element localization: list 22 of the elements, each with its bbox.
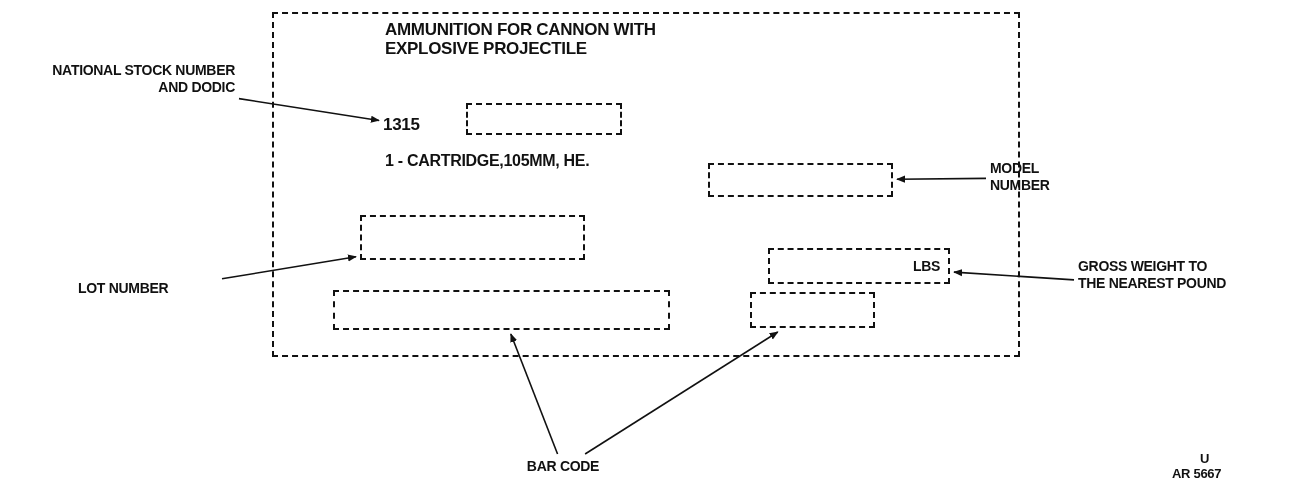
callout-text: BAR CODE	[518, 458, 608, 478]
arrow	[221, 254, 357, 280]
blank-field	[750, 292, 875, 328]
weight-field: LBS	[768, 248, 950, 284]
code-letter: U	[1200, 452, 1210, 466]
item-text: 1 - CARTRIDGE,105MM, HE.	[385, 151, 591, 170]
arrow	[238, 97, 380, 123]
blank-field	[466, 103, 622, 135]
figure-code: AR 5667	[1172, 467, 1222, 481]
callout-text: LOT NUMBER	[78, 280, 218, 302]
callout-text: MODEL NUMBER	[990, 160, 1080, 196]
arrow	[953, 269, 1075, 281]
blank-field	[708, 163, 893, 197]
blank-field	[333, 290, 670, 330]
arrow	[510, 333, 559, 455]
callout-text: GROSS WEIGHT TO THE NEAREST POUND	[1078, 258, 1228, 312]
heading-text: AMMUNITION FOR CANNON WITH EXPLOSIVE PROJECTILE	[385, 20, 657, 58]
arrow	[896, 175, 987, 183]
arrow	[584, 331, 779, 455]
stock-number: 1315	[383, 114, 433, 136]
callout-text: NATIONAL STOCK NUMBER AND DODIC	[30, 62, 235, 102]
blank-field	[360, 215, 585, 260]
